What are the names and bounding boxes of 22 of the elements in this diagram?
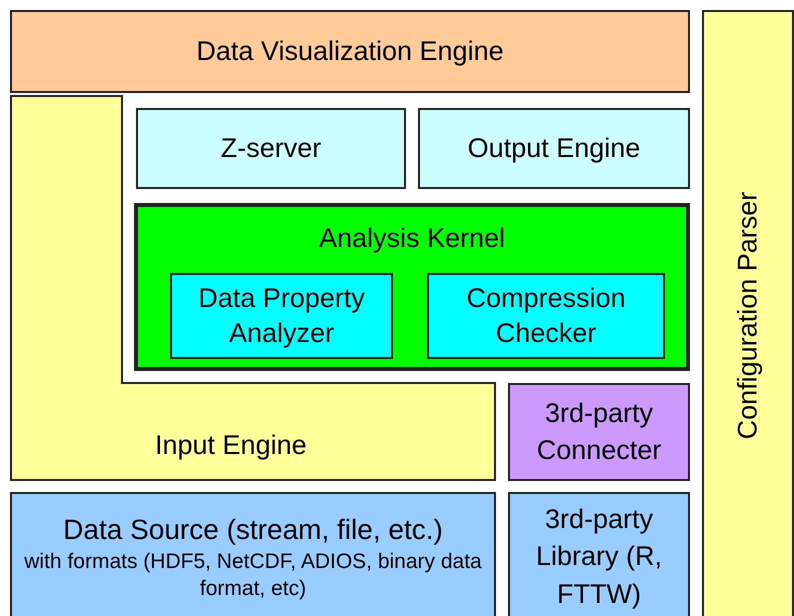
- data-source-box: [10, 492, 496, 616]
- checker-box: [427, 273, 665, 359]
- engine-box: [418, 108, 690, 189]
- box-label: Input Engine: [155, 428, 307, 462]
- box-label: Z-server: [220, 132, 322, 165]
- box-label: Data Visualization Engine: [196, 34, 504, 68]
- engine-box: [10, 10, 690, 93]
- parser-box: [702, 10, 794, 616]
- box-label: 3rd-party Connecter: [536, 396, 662, 467]
- connector-box: [508, 383, 690, 481]
- library-box: [508, 492, 690, 616]
- box-description: with formats (HDF5, NetCDF, ADIOS, binary data format, etc): [23, 548, 483, 602]
- box-label: Compression Checker: [465, 282, 627, 350]
- analyzer-box: [170, 273, 393, 359]
- box-label: Output Engine: [468, 132, 640, 165]
- box-label: Configuration Parser: [731, 192, 764, 440]
- box-label: Analysis Kernel: [318, 222, 506, 255]
- server-box: [136, 108, 406, 189]
- box-label: Data Property Analyzer: [197, 282, 366, 350]
- box-label: 3rd-party Library (R, FTTW): [534, 503, 664, 611]
- kernel-box: [134, 203, 690, 371]
- box-label: Data Source (stream, file, etc.): [63, 512, 443, 547]
